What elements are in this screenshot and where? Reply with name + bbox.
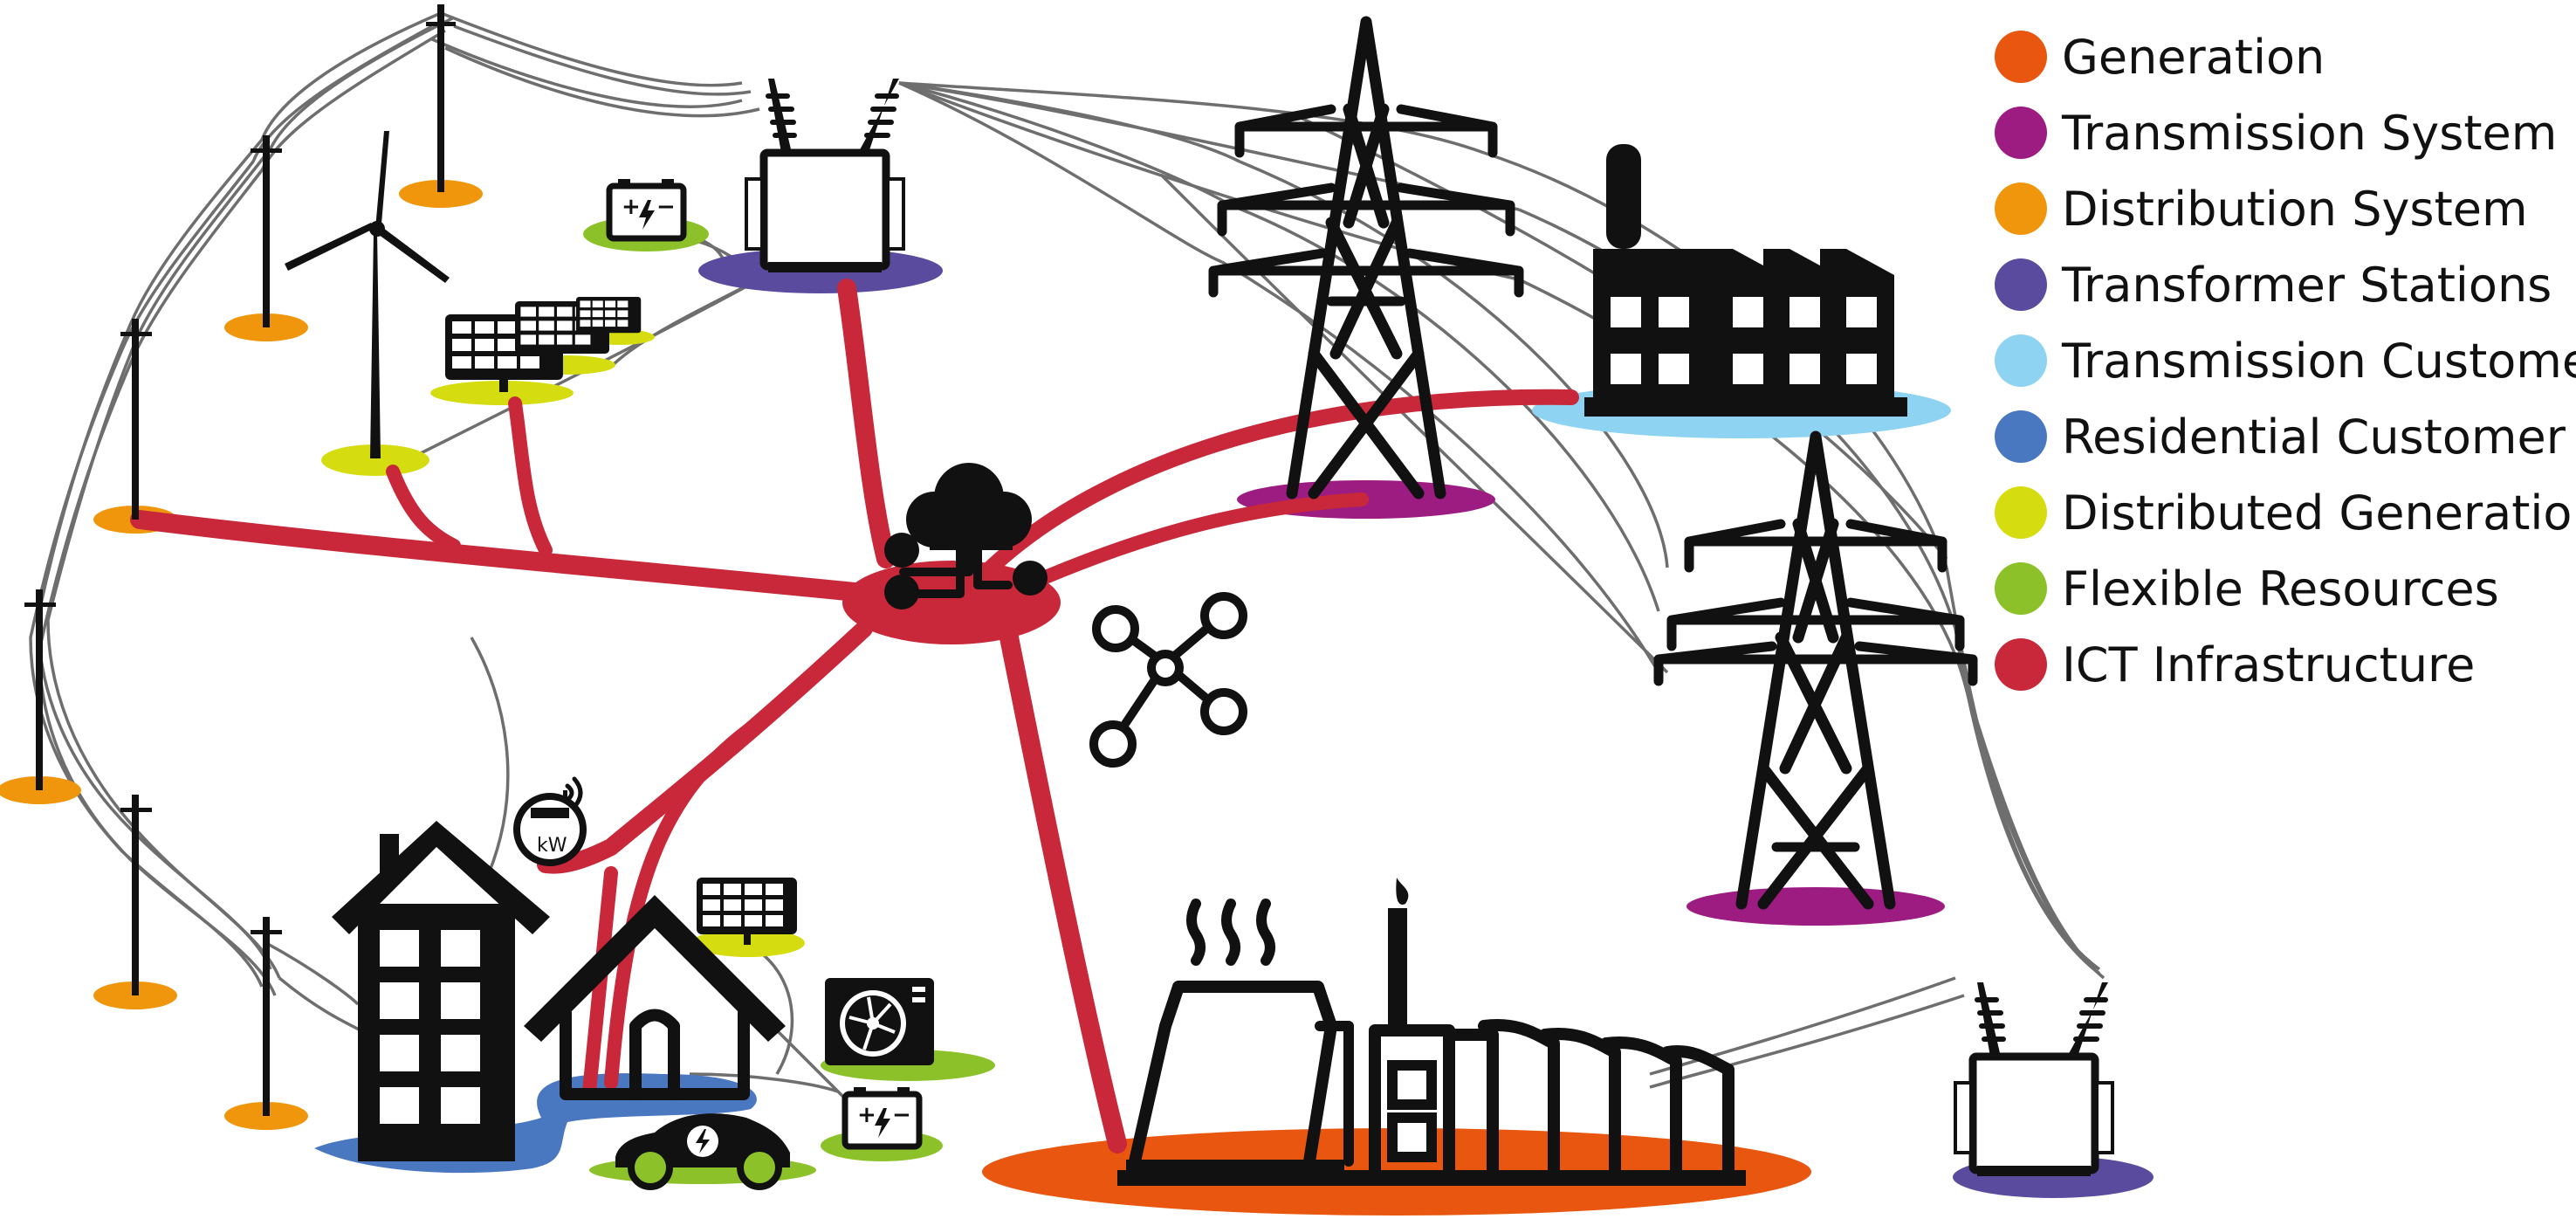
utility-pole-icon — [120, 319, 152, 520]
legend-label: Transmission Customer — [2061, 334, 2576, 389]
electric-car-icon — [615, 1113, 790, 1190]
legend-item: Residential Customer — [1995, 410, 2566, 465]
legend-label: Flexible Resources — [2062, 561, 2499, 616]
ict-network — [130, 279, 1579, 1154]
distributed-generation-base — [430, 381, 574, 405]
legend-swatch — [1995, 258, 2047, 311]
legend-swatch — [1995, 638, 2047, 691]
legend-label: Distribution System — [2062, 182, 2528, 237]
utility-pole-icon — [120, 795, 152, 995]
house-icon — [524, 895, 786, 1100]
legend-item: Flexible Resources — [1995, 561, 2499, 616]
battery-minus-sign: − — [656, 194, 676, 220]
distribution-poles — [24, 4, 456, 1116]
distribution-base — [399, 180, 483, 208]
legend-swatch — [1995, 183, 2047, 235]
transformer-icon — [1954, 982, 2114, 1176]
distributed-generation-base — [321, 444, 429, 476]
transmission-tower-icon — [1208, 16, 1524, 499]
battery-plus-sign: + — [857, 1102, 876, 1128]
meter-kw-label: kW — [537, 835, 567, 857]
legend-item: Distributed Generation — [1995, 486, 2576, 541]
utility-pole-icon — [426, 4, 456, 192]
legend-item: Transmission System — [1995, 106, 2557, 161]
transmission-tower-icon — [1653, 430, 1978, 910]
legend-item: Transmission Customer — [1995, 334, 2576, 389]
apartment-building-icon — [332, 821, 550, 1161]
legend-label: Residential Customer — [2062, 410, 2566, 465]
legend-swatch — [1995, 410, 2047, 463]
battery-minus-sign: − — [892, 1102, 911, 1128]
factory-icon — [1584, 144, 1907, 417]
legend-swatch — [1995, 486, 2047, 539]
solar-panels-icon — [445, 297, 642, 392]
legend-item: ICT Infrastructure — [1995, 637, 2475, 692]
cloud-server-icon — [884, 463, 1048, 610]
legend-label: ICT Infrastructure — [2062, 637, 2475, 692]
rooftop-solar-icon — [697, 878, 797, 945]
power-plant-icon — [1117, 878, 1746, 1186]
battery-plus-sign: + — [622, 194, 641, 220]
legend-swatch — [1995, 31, 2047, 83]
legend-swatch — [1995, 107, 2047, 159]
transformer-icon — [745, 79, 905, 272]
legend-item: Transformer Stations — [1995, 258, 2552, 313]
battery-icon: + − — [841, 1087, 923, 1150]
utility-pole-icon — [24, 589, 56, 790]
legend-swatch — [1995, 334, 2047, 387]
legend-label: Transmission System — [2061, 106, 2557, 161]
legend-swatch — [1995, 562, 2047, 615]
utility-pole-icon — [251, 917, 282, 1116]
utility-pole-icon — [251, 135, 282, 327]
wind-turbine-icon — [285, 131, 450, 458]
legend-label: Distributed Generation — [2062, 486, 2576, 541]
legend-label: Transformer Stations — [2061, 258, 2552, 313]
transmission-base — [1686, 887, 1945, 926]
smart-meter-icon: kW — [513, 776, 587, 866]
network-nodes-icon — [1089, 592, 1247, 768]
legend-label: Generation — [2062, 30, 2325, 85]
heat-pump-icon — [825, 978, 934, 1065]
legend-item: Generation — [1995, 30, 2325, 85]
battery-icon: + − — [606, 179, 687, 242]
legend-item: Distribution System — [1995, 182, 2528, 237]
